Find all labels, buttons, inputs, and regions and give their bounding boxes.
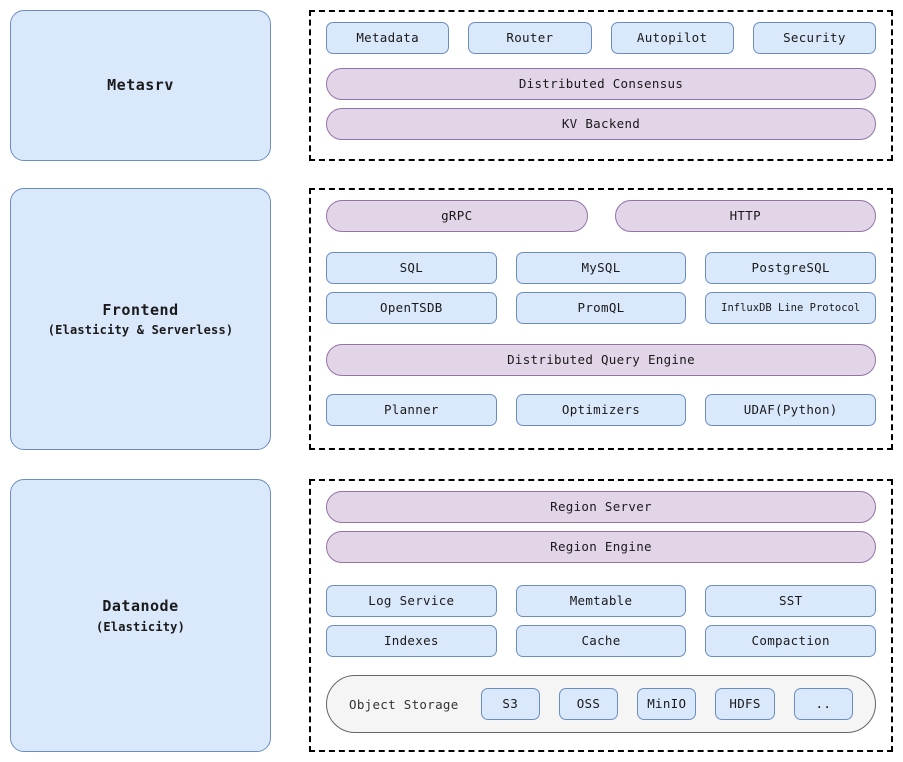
node-kv-backend[interactable]: KV Backend [326,108,876,140]
panel-metasrv: Metadata Router Autopilot Security Distr… [309,10,893,161]
node-region-server[interactable]: Region Server [326,491,876,523]
node-promql[interactable]: PromQL [515,292,687,324]
role-title-datanode: Datanode [102,597,179,616]
node-indexes[interactable]: Indexes [326,625,497,657]
node-cache[interactable]: Cache [515,625,687,657]
node-security[interactable]: Security [752,22,876,54]
node-planner[interactable]: Planner [326,394,497,426]
node-influxdb-line-protocol[interactable]: InfluxDB Line Protocol [705,292,877,324]
node-distributed-consensus[interactable]: Distributed Consensus [326,68,876,100]
node-http[interactable]: HTTP [614,200,876,232]
node-memtable[interactable]: Memtable [515,585,687,617]
node-optimizers[interactable]: Optimizers [515,394,687,426]
role-card-frontend: Frontend (Elasticity & Serverless) [10,188,271,450]
node-hdfs[interactable]: HDFS [715,688,775,720]
node-grpc[interactable]: gRPC [326,200,588,232]
panel-frontend: gRPC HTTP SQL MySQL PostgreSQL OpenTSDB … [309,188,893,450]
node-autopilot[interactable]: Autopilot [610,22,734,54]
panel-datanode: Region Server Region Engine Log Service … [309,479,893,752]
node-more-backends[interactable]: .. [793,688,853,720]
node-mysql[interactable]: MySQL [515,252,687,284]
object-storage-group: Object Storage S3 OSS MinIO HDFS .. [326,675,876,733]
node-router[interactable]: Router [468,22,592,54]
object-storage-label: Object Storage [349,696,459,712]
role-subtitle-frontend: (Elasticity & Serverless) [47,323,234,338]
datanode-storage-row-2: Indexes Cache Compaction [326,625,877,657]
frontend-query-components-row: Planner Optimizers UDAF(Python) [326,394,877,426]
node-region-engine[interactable]: Region Engine [326,531,876,563]
frontend-languages-row-1: SQL MySQL PostgreSQL [326,252,877,284]
node-log-service[interactable]: Log Service [326,585,497,617]
node-opentsdb[interactable]: OpenTSDB [326,292,497,324]
node-oss[interactable]: OSS [558,688,619,720]
node-udaf-python[interactable]: UDAF(Python) [705,394,877,426]
node-s3[interactable]: S3 [480,688,540,720]
node-sst[interactable]: SST [705,585,877,617]
role-subtitle-datanode: (Elasticity) [95,619,186,634]
node-minio[interactable]: MinIO [637,688,697,720]
node-metadata[interactable]: Metadata [326,22,450,54]
node-compaction[interactable]: Compaction [705,625,877,657]
role-title-frontend: Frontend [102,300,179,319]
frontend-languages-row-2: OpenTSDB PromQL InfluxDB Line Protocol [326,292,877,324]
frontend-protocols-row: gRPC HTTP [326,200,876,232]
role-title-metasrv: Metasrv [107,76,174,95]
node-postgresql[interactable]: PostgreSQL [705,252,877,284]
node-distributed-query-engine[interactable]: Distributed Query Engine [326,344,876,376]
role-card-datanode: Datanode (Elasticity) [10,479,271,752]
role-card-metasrv: Metasrv [10,10,271,161]
metasrv-services-row: Metadata Router Autopilot Security [326,22,876,54]
datanode-storage-row-1: Log Service Memtable SST [326,585,877,617]
node-sql[interactable]: SQL [326,252,497,284]
